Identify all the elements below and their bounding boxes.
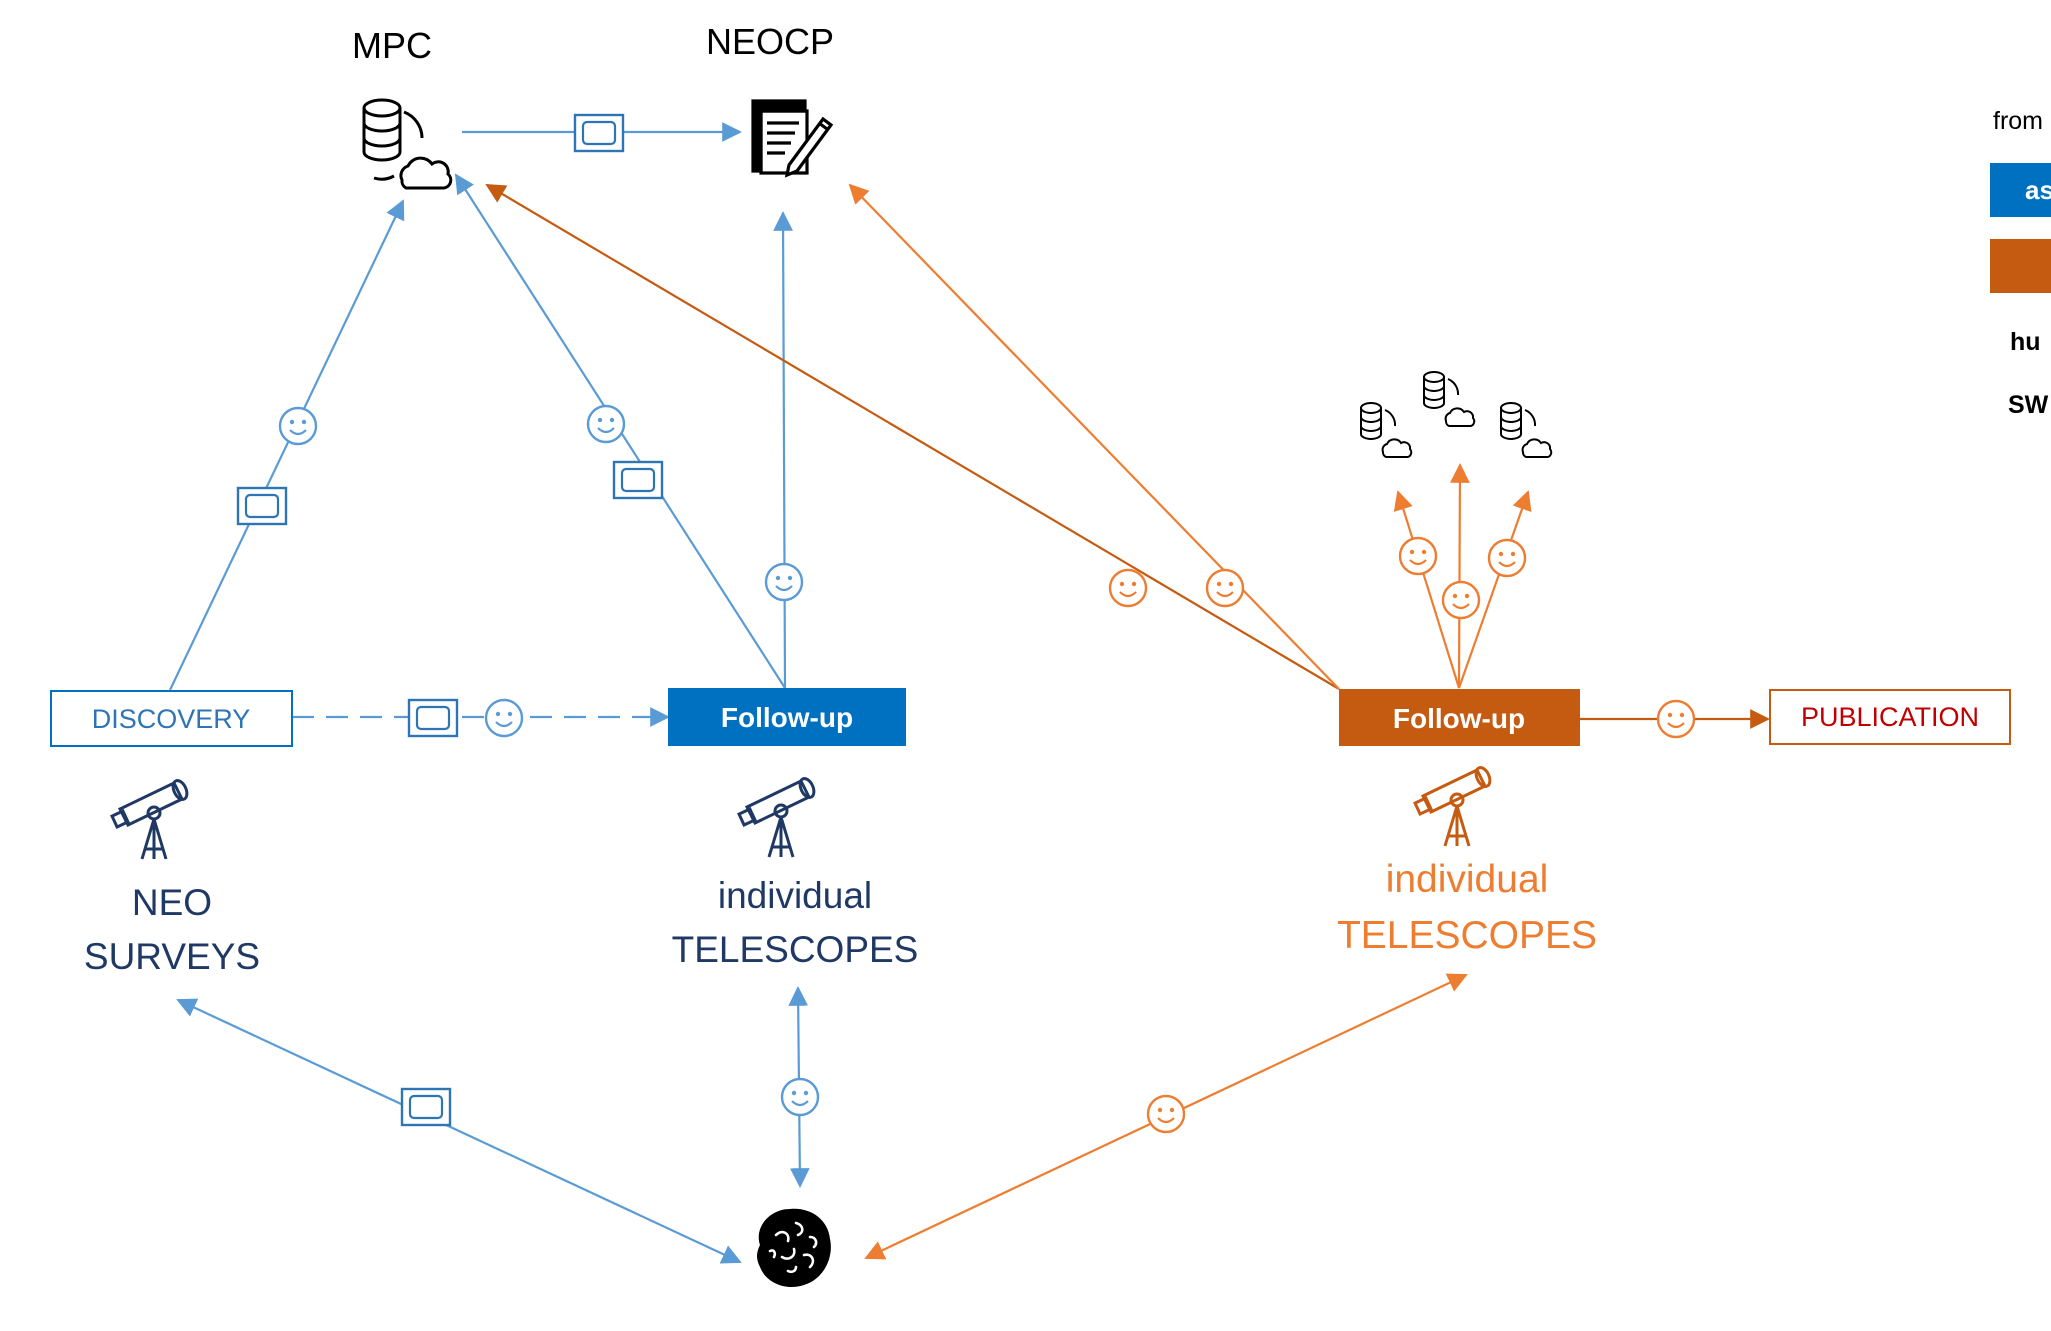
legend-blue-label: as — [2025, 175, 2051, 205]
followup-to-database-right-arrow — [1457, 490, 1532, 689]
followup-to-database-middle-arrow — [1450, 463, 1470, 689]
database-cloud-icon — [362, 98, 453, 190]
discovery-to-mpc-arrow — [169, 199, 405, 691]
software-window-icon — [612, 460, 664, 500]
legend-orange-swatch — [1990, 239, 2051, 293]
followup-orange-to-neocp-arrow — [848, 183, 1340, 690]
legend-human-label: hu — [2010, 328, 2041, 356]
discovery-box: DISCOVERY — [50, 690, 293, 747]
asteroid-icon — [757, 1208, 831, 1287]
followup-blue-box: Follow-up — [668, 688, 906, 746]
followup-to-database-left-arrow — [1393, 490, 1461, 689]
smiley-icons — [278, 404, 1696, 1134]
database-cloud-icon — [1423, 371, 1476, 427]
smiley-icon — [1108, 568, 1148, 608]
smiley-icon — [586, 404, 626, 444]
followup-to-neocp-arrow — [773, 211, 793, 689]
database-cloud-icon — [1360, 402, 1413, 458]
discovery-label: DISCOVERY — [92, 704, 251, 734]
database-cloud-icon — [1500, 402, 1553, 458]
telescope-icons — [110, 766, 1492, 860]
followup-blue-label: Follow-up — [721, 702, 853, 733]
smiley-icon — [1656, 699, 1696, 739]
telescope-icon — [110, 779, 189, 860]
followup-orange-label: Follow-up — [1393, 703, 1525, 734]
smiley-icon — [1205, 568, 1245, 608]
neo-surveys-line1: NEO — [132, 882, 212, 923]
software-window-icon — [400, 1087, 452, 1127]
smiley-icon — [1441, 580, 1481, 620]
software-window-icon — [236, 486, 288, 526]
smiley-icon — [780, 1077, 820, 1117]
neo-surveys-line2: SURVEYS — [84, 936, 260, 977]
software-window-icons — [236, 113, 664, 1127]
smiley-icon — [1487, 538, 1527, 578]
followup-orange-to-mpc-arrow — [485, 183, 1340, 690]
document-edit-icon — [751, 99, 834, 178]
smiley-icon — [1398, 536, 1438, 576]
individual-orange-line2: TELESCOPES — [1337, 914, 1597, 957]
individual-blue-line1: individual — [718, 875, 872, 916]
smiley-icon — [764, 562, 804, 602]
individual-orange-line1: individual — [1386, 858, 1549, 901]
smiley-icon — [278, 406, 318, 446]
neocp-title: NEOCP — [706, 21, 834, 62]
mpc-title: MPC — [352, 25, 432, 66]
followup-orange-box: Follow-up — [1339, 689, 1580, 746]
legend-from-label: from — [1993, 107, 2043, 135]
individual-blue-line2: TELESCOPES — [672, 929, 919, 970]
telescope-icon — [737, 777, 816, 858]
smiley-icon — [484, 698, 524, 738]
software-window-icon — [573, 113, 625, 153]
software-window-icon — [407, 698, 459, 738]
database-cloud-icons-small — [1360, 371, 1553, 458]
publication-label: PUBLICATION — [1801, 702, 1979, 732]
telescope-icon — [1413, 766, 1492, 847]
legend-software-label: SW — [2008, 391, 2049, 419]
legend-blue-swatch — [1990, 163, 2051, 217]
legend: from as hu SW — [1990, 107, 2051, 419]
publication-box: PUBLICATION — [1769, 689, 2011, 745]
smiley-icon — [1146, 1094, 1186, 1134]
asteroid-to-neo-surveys-arrow — [176, 998, 742, 1264]
